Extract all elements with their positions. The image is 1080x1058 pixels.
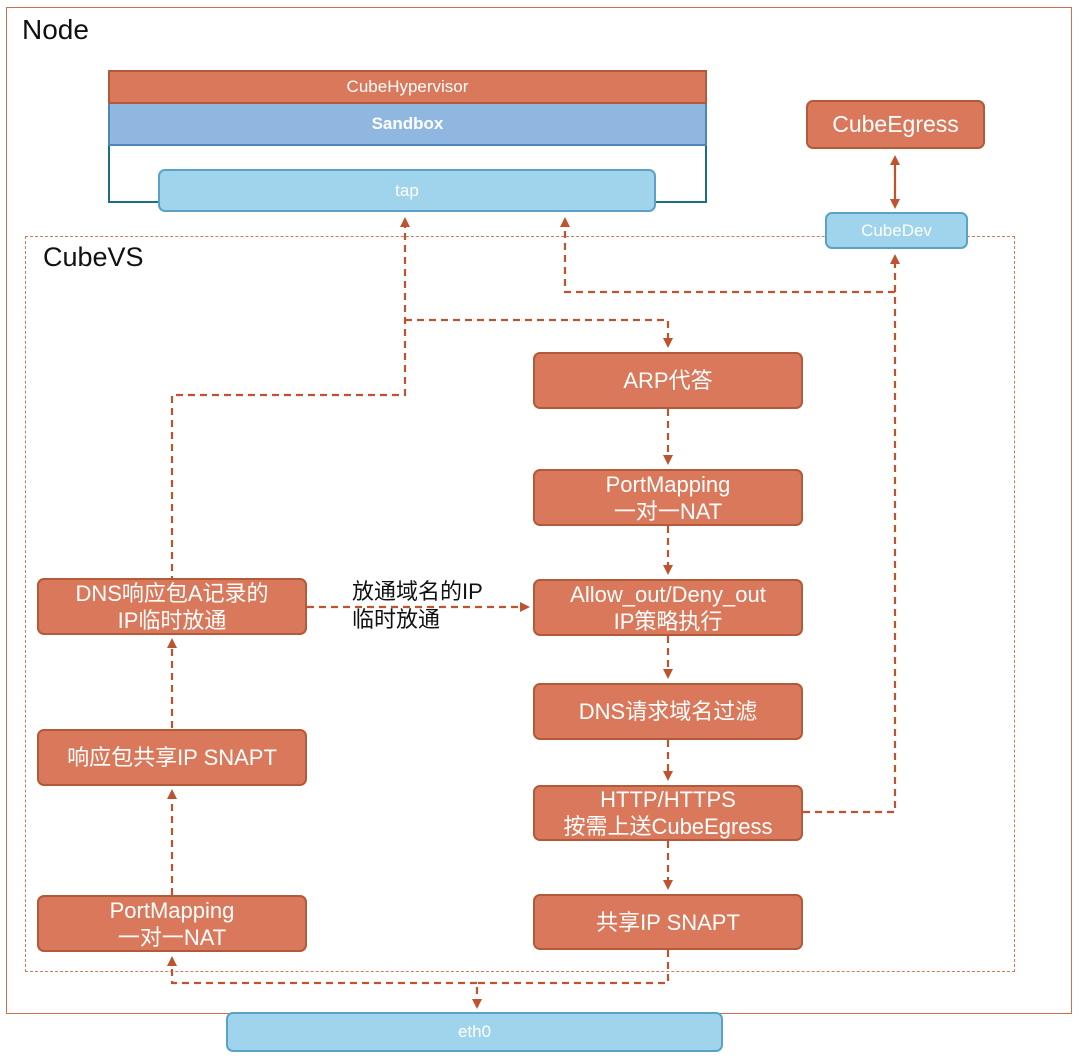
cube-hypervisor-box: CubeHypervisor: [108, 70, 707, 104]
arrow-cubedev-to-tap: [560, 217, 895, 294]
left-portmapping-box: PortMapping 一对一NAT: [37, 895, 307, 952]
cube-egress-box: CubeEgress: [806, 100, 985, 149]
arp-proxy-box: ARP代答: [533, 352, 803, 409]
right-portmapping-box: PortMapping 一对一NAT: [533, 469, 803, 526]
eth0-box: eth0: [226, 1012, 723, 1052]
arrow-left-up-to-tap: [170, 217, 410, 583]
tap-box: tap: [158, 169, 656, 212]
cubevs-frame: [25, 236, 1015, 972]
allow-deny-box: Allow_out/Deny_out IP策略执行: [533, 579, 803, 636]
arrow-http-to-cubedev: [803, 254, 900, 814]
allow-annotation: 放通域名的IP 临时放通: [352, 579, 483, 632]
arrow-eth0-to-left-portmapping: [167, 956, 477, 985]
node-title: Node: [22, 14, 89, 45]
cubevs-title: CubeVS: [43, 242, 144, 272]
dns-filter-box: DNS请求域名过滤: [533, 683, 803, 740]
resp-snapt-box: 响应包共享IP SNAPT: [37, 729, 307, 786]
right-snapt-box: 共享IP SNAPT: [533, 894, 803, 950]
arrow-junction-to-arp: [405, 318, 673, 348]
sandbox-box: Sandbox: [108, 104, 707, 146]
cube-dev-box: CubeDev: [825, 212, 968, 249]
dns-allow-box: DNS响应包A记录的 IP临时放通: [37, 578, 307, 635]
http-egress-box: HTTP/HTTPS 按需上送CubeEgress: [533, 785, 803, 841]
arrow-snapt-to-eth0: [472, 950, 670, 1009]
